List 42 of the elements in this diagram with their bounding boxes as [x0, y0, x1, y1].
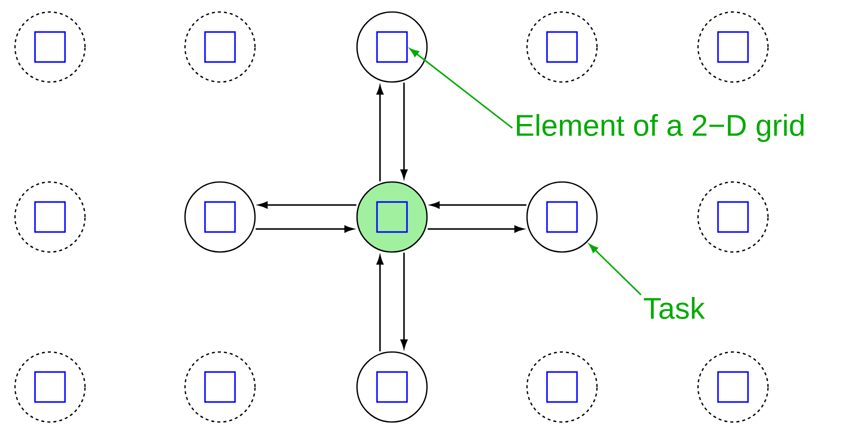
grid-square [717, 201, 749, 233]
dashed-circle [697, 351, 769, 423]
annotation-label: Element of a 2−D grid [516, 114, 804, 142]
annotation-label: Task [644, 297, 705, 320]
leader-line [410, 48, 513, 129]
arrow [430, 202, 526, 209]
dashed-circle [697, 11, 769, 83]
grid-square [34, 201, 66, 233]
arrow [428, 226, 524, 233]
task-circle [526, 181, 598, 253]
task-circle [356, 351, 428, 423]
dashed-circle [14, 351, 86, 423]
arrow [258, 202, 356, 209]
grid-square [546, 31, 578, 63]
grid-square [34, 371, 66, 403]
dashed-circle [697, 181, 769, 253]
grid-square [717, 31, 749, 63]
arrow [376, 85, 384, 182]
grid-square [204, 31, 236, 63]
dashed-circle [184, 11, 256, 83]
arrow [256, 226, 354, 233]
task-circle [356, 181, 428, 253]
dashed-circle [184, 351, 256, 423]
task-circle [356, 11, 428, 83]
grid-square [546, 371, 578, 403]
grid-square [546, 201, 578, 233]
leader-line [588, 244, 642, 296]
arrow [400, 82, 408, 179]
grid-square [34, 31, 66, 63]
grid-square [204, 201, 236, 233]
grid-square [376, 31, 408, 63]
grid-square [204, 371, 236, 403]
grid-square [376, 201, 408, 233]
grid-square [376, 371, 408, 403]
task-circle [184, 181, 256, 253]
arrow [376, 255, 384, 352]
dashed-circle [526, 11, 598, 83]
dashed-circle [14, 181, 86, 253]
dashed-circle [14, 11, 86, 83]
arrow [400, 252, 408, 349]
dashed-circle [526, 351, 598, 423]
grid-square [717, 371, 749, 403]
